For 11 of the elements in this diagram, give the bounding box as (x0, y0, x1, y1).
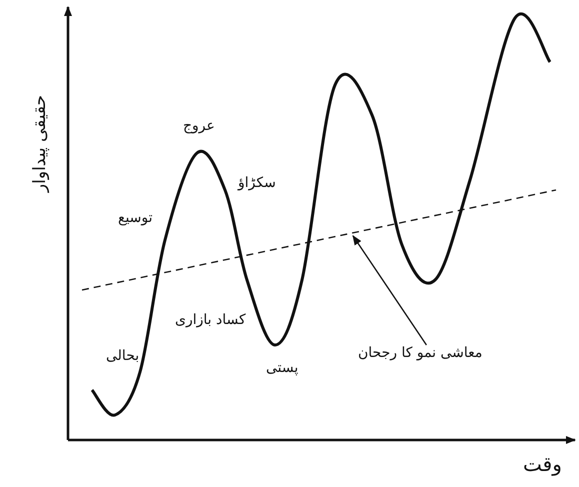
phase-label: کساد بازاری (175, 312, 246, 329)
phase-label: پستی (266, 360, 298, 377)
trend-label: معاشی نمو کا رجحان (358, 345, 482, 362)
x-axis-title: وقت (523, 452, 562, 476)
phase-label: سکڑاؤ (238, 175, 276, 192)
y-axis-title: حقیقی پیداوار (30, 95, 50, 192)
phase-label: عروج (183, 118, 215, 135)
phase-label: توسیع (118, 210, 153, 227)
leader-arrow (352, 235, 427, 346)
trend-line (82, 189, 556, 291)
phase-label: بحالی (106, 348, 140, 365)
